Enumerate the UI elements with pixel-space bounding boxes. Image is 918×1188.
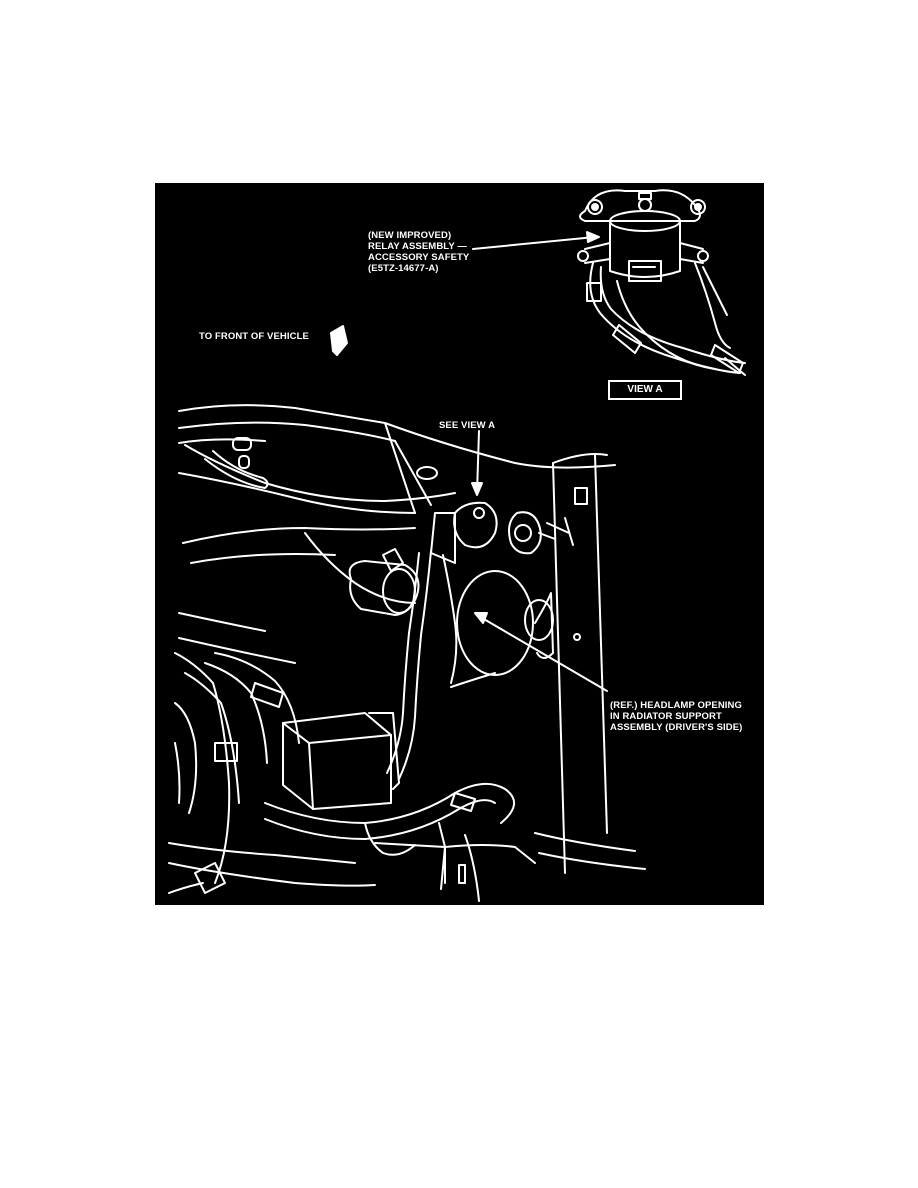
headlamp-callout-line-3: ASSEMBLY (DRIVER'S SIDE) — [610, 722, 743, 733]
relay-callout-line-4: (E5TZ-14677-A) — [368, 263, 439, 274]
headlamp-callout-line-2: IN RADIATOR SUPPORT — [610, 711, 722, 722]
headlamp-opening-callout: (REF.) HEADLAMP OPENING IN RADIATOR SUPP… — [610, 700, 742, 733]
relay-callout-line-2: RELAY ASSEMBLY — — [368, 241, 467, 252]
headlamp-callout-line-1: (REF.) HEADLAMP OPENING — [610, 700, 742, 711]
relay-callout-line-3: ACCESSORY SAFETY — [368, 252, 470, 263]
line-drawing — [168, 189, 746, 902]
view-a-label: VIEW A — [608, 380, 682, 400]
see-view-a-label: SEE VIEW A — [439, 420, 496, 431]
front-of-vehicle-label: TO FRONT OF VEHICLE — [199, 331, 309, 342]
relay-assembly-callout: (NEW IMPROVED) RELAY ASSEMBLY — ACCESSOR… — [368, 230, 469, 274]
relay-callout-line-1: (NEW IMPROVED) — [368, 230, 452, 241]
relay-assembly-inset — [577, 189, 746, 376]
engine-compartment-diagram: (NEW IMPROVED) RELAY ASSEMBLY — ACCESSOR… — [155, 183, 764, 905]
radiator-support-drawing — [168, 404, 646, 902]
